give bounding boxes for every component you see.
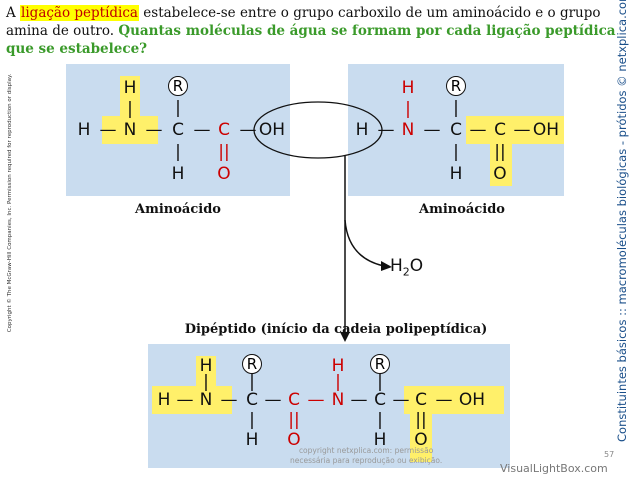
atom-c4: C xyxy=(415,390,427,410)
r-group-1: R xyxy=(242,354,262,374)
right-side-caption: Constituintes básicos :: macromoléculas … xyxy=(615,0,629,442)
bond-v-h2: | xyxy=(335,372,341,392)
bond-1: — xyxy=(99,120,117,140)
bond-double: || xyxy=(218,142,230,162)
r-group: R xyxy=(446,76,466,96)
amino-acid-1-label: Aminoácido xyxy=(135,202,221,217)
copyright-side-text: Copyright © The McGraw-Hill Companies, I… xyxy=(7,73,13,333)
atom-o2: O xyxy=(414,430,428,450)
header-highlight: ligação peptídica xyxy=(20,5,139,21)
bond-v-r2: | xyxy=(377,372,383,392)
atom-h-left: H xyxy=(157,390,171,410)
water-arrow xyxy=(344,219,385,267)
bond-6: — xyxy=(392,390,410,410)
atom-h-bottom: H xyxy=(171,164,185,184)
atom-oh: OH xyxy=(458,390,486,410)
bond-3: — xyxy=(193,120,211,140)
amino-acid-1: H | H — N — C — C — OH R | | H || O xyxy=(66,64,290,196)
bond-v-bottom: | xyxy=(453,142,459,162)
atom-h-left: H xyxy=(77,120,91,140)
atom-h-top2: H xyxy=(331,356,345,376)
carboxyl-highlight-v xyxy=(410,414,432,462)
bond-2: — xyxy=(423,120,441,140)
bond-2: — xyxy=(220,390,238,410)
atom-o: O xyxy=(493,164,507,184)
header-text: A ligação peptídica estabelece-se entre … xyxy=(6,4,626,58)
header-pre: A xyxy=(6,5,21,21)
bond-v1: | xyxy=(203,372,209,392)
bond-2: — xyxy=(145,120,163,140)
atom-h-bot2: H xyxy=(373,430,387,450)
bond-v-r1: | xyxy=(249,372,255,392)
bond-v-top: | xyxy=(127,99,133,119)
permission-line-2: necessária para reprodução ou exibição. xyxy=(290,456,443,465)
atom-h-top1: H xyxy=(199,356,213,376)
atom-oh: OH xyxy=(532,120,560,140)
atom-oh: OH xyxy=(258,120,286,140)
bond-v-bottom: | xyxy=(175,142,181,162)
bond-7: — xyxy=(435,390,453,410)
atom-n2: N xyxy=(331,390,345,410)
bond-4-peptide: — xyxy=(307,390,325,410)
amine-highlight-v xyxy=(196,356,216,386)
header-question: Quantas moléculas de água se formam por … xyxy=(6,23,616,57)
r-group-2: R xyxy=(370,354,390,374)
bond-double-2: || xyxy=(415,410,427,430)
page-number: 57 xyxy=(604,450,615,459)
water-h: H xyxy=(390,256,403,276)
atom-c-carbonyl: C xyxy=(218,120,230,140)
atom-c3: C xyxy=(374,390,386,410)
bond-1: — xyxy=(176,390,194,410)
amine-highlight-h xyxy=(152,386,232,414)
bond-v-b1: | xyxy=(249,410,255,430)
atom-o1: O xyxy=(287,430,301,450)
bond-v-r: | xyxy=(453,98,459,118)
atom-c-carbonyl: C xyxy=(494,120,506,140)
atom-n1: N xyxy=(199,390,213,410)
atom-h-left: H xyxy=(355,120,369,140)
amine-highlight-v xyxy=(120,76,140,116)
bond-4: — xyxy=(513,120,531,140)
atom-c-alpha: C xyxy=(450,120,462,140)
bond-v-b2: | xyxy=(377,410,383,430)
carboxyl-highlight-h xyxy=(466,116,564,144)
bond-1: — xyxy=(377,120,395,140)
atom-h-bot1: H xyxy=(245,430,259,450)
atom-c-alpha: C xyxy=(172,120,184,140)
atom-h-top: H xyxy=(123,78,137,98)
water-subscript: 2 xyxy=(402,265,410,279)
atom-c1: C xyxy=(246,390,258,410)
bond-4: — xyxy=(239,120,257,140)
bond-5: — xyxy=(350,390,368,410)
watermark: VisualLightBox.com xyxy=(500,462,608,475)
bond-v-top: | xyxy=(405,99,411,119)
water-molecule: H2O xyxy=(390,256,423,278)
atom-n: N xyxy=(123,120,137,140)
bond-3: — xyxy=(469,120,487,140)
water-o: O xyxy=(409,256,424,276)
bond-double: || xyxy=(494,142,506,162)
amine-highlight-h xyxy=(102,116,158,144)
amino-acid-2-label: Aminoácido xyxy=(419,202,505,217)
atom-h-top: H xyxy=(401,78,415,98)
atom-o: O xyxy=(217,164,231,184)
permission-line-1: copyright netxplica.com: permissão xyxy=(298,446,434,455)
bond-double-1: || xyxy=(288,410,300,430)
atom-n: N xyxy=(401,120,415,140)
dipeptide-label: Dipéptido (início da cadeia polipeptídic… xyxy=(184,322,488,337)
bond-v-r: | xyxy=(175,98,181,118)
header-mid: estabelece-se entre o grupo carboxilo de… xyxy=(6,5,601,39)
atom-c2: C xyxy=(288,390,300,410)
r-group: R xyxy=(168,76,188,96)
bond-3: — xyxy=(264,390,282,410)
amino-acid-2: H | H — N — C — C — OH R | | H || O xyxy=(348,64,564,196)
dipeptide: H | H — N — C — C — N — C — C — OH R | H… xyxy=(148,344,510,468)
atom-h-bottom: H xyxy=(449,164,463,184)
carboxyl-highlight-h xyxy=(404,386,504,414)
carboxyl-highlight-v xyxy=(490,144,512,186)
